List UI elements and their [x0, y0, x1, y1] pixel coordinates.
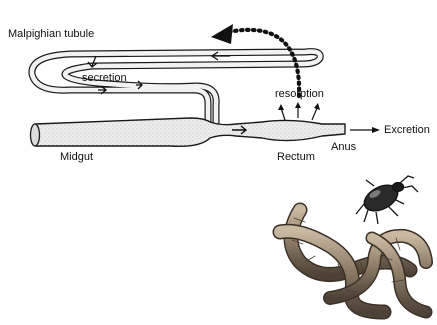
beetle-icon — [356, 176, 418, 224]
midgut-label: Midgut — [60, 152, 93, 163]
resorption-arrows — [278, 102, 320, 120]
gut-tube — [35, 118, 345, 146]
mealworm-larvae-icon — [280, 210, 426, 312]
secretion-label: secretion — [82, 73, 127, 84]
rectum-label: Rectum — [277, 152, 315, 163]
excretion-label: Excretion — [384, 125, 430, 136]
anus-label: Anus — [331, 142, 356, 153]
resorption-label: resorption — [275, 89, 324, 100]
malpighian-tubule-label: Malpighian tubule — [8, 29, 94, 40]
midgut-opening — [31, 124, 40, 146]
